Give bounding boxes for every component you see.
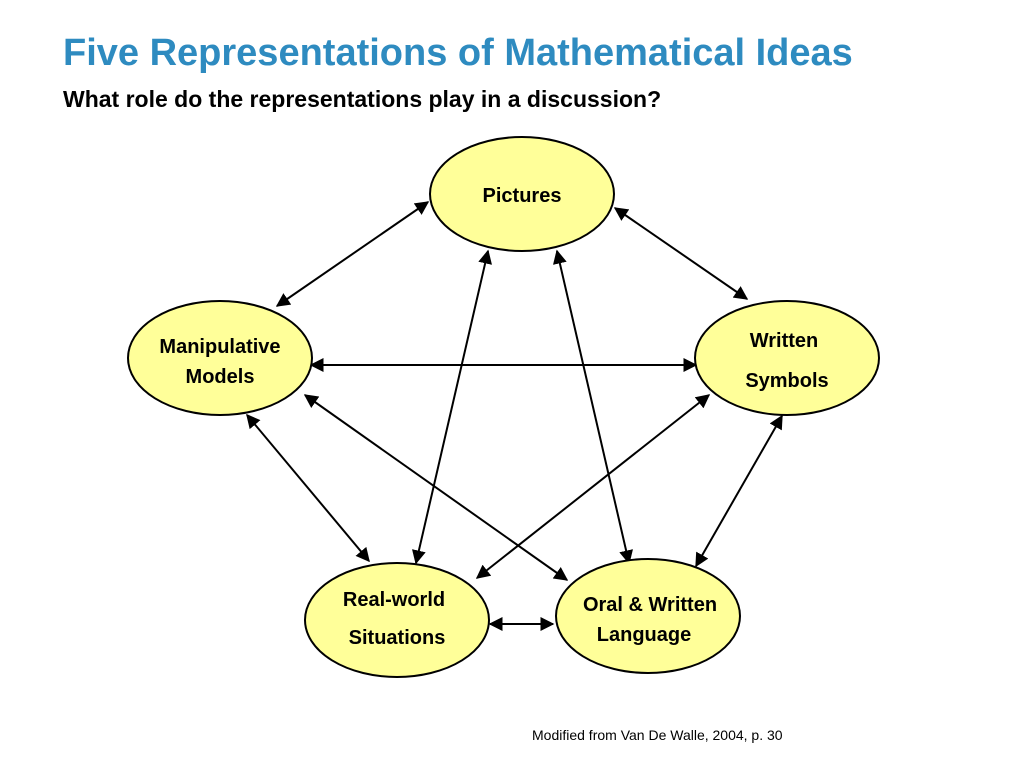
node-pictures-label: Pictures bbox=[483, 185, 562, 207]
node-written-label-line2: Symbols bbox=[745, 370, 828, 392]
arrow-written-realworld bbox=[475, 394, 711, 579]
connectors bbox=[246, 201, 783, 631]
arrow-manipulative-oral bbox=[303, 394, 569, 581]
node-pictures: Pictures bbox=[429, 136, 615, 252]
node-manipulative-label-line1: Manipulative bbox=[159, 336, 280, 358]
node-manipulative-models: Manipulative Models bbox=[127, 300, 313, 416]
arrow-pictures-written bbox=[613, 207, 749, 300]
arrow-written-oral bbox=[695, 414, 783, 568]
arrow-pictures-oral bbox=[553, 249, 633, 565]
node-realworld-situations: Real-world Situations bbox=[304, 562, 490, 678]
node-oral-label-line2: Language bbox=[597, 624, 691, 646]
node-manipulative-label-line2: Models bbox=[186, 366, 255, 388]
arrow-pictures-manipulative bbox=[275, 201, 430, 307]
slide-title: Five Representations of Mathematical Ide… bbox=[63, 32, 853, 74]
node-oral-label-line1: Oral & Written bbox=[583, 594, 717, 616]
node-realworld-label-line1: Real-world bbox=[343, 589, 445, 611]
slide-subtitle: What role do the representations play in… bbox=[63, 86, 662, 112]
arrow-manipulative-realworld bbox=[246, 413, 370, 563]
node-realworld-label-line2: Situations bbox=[349, 627, 446, 649]
node-written-label-line1: Written bbox=[750, 330, 819, 352]
node-oral-written-language: Oral & Written Language bbox=[555, 558, 741, 674]
node-written-symbols: Written Symbols bbox=[694, 300, 880, 416]
citation: Modified from Van De Walle, 2004, p. 30 bbox=[532, 727, 783, 743]
